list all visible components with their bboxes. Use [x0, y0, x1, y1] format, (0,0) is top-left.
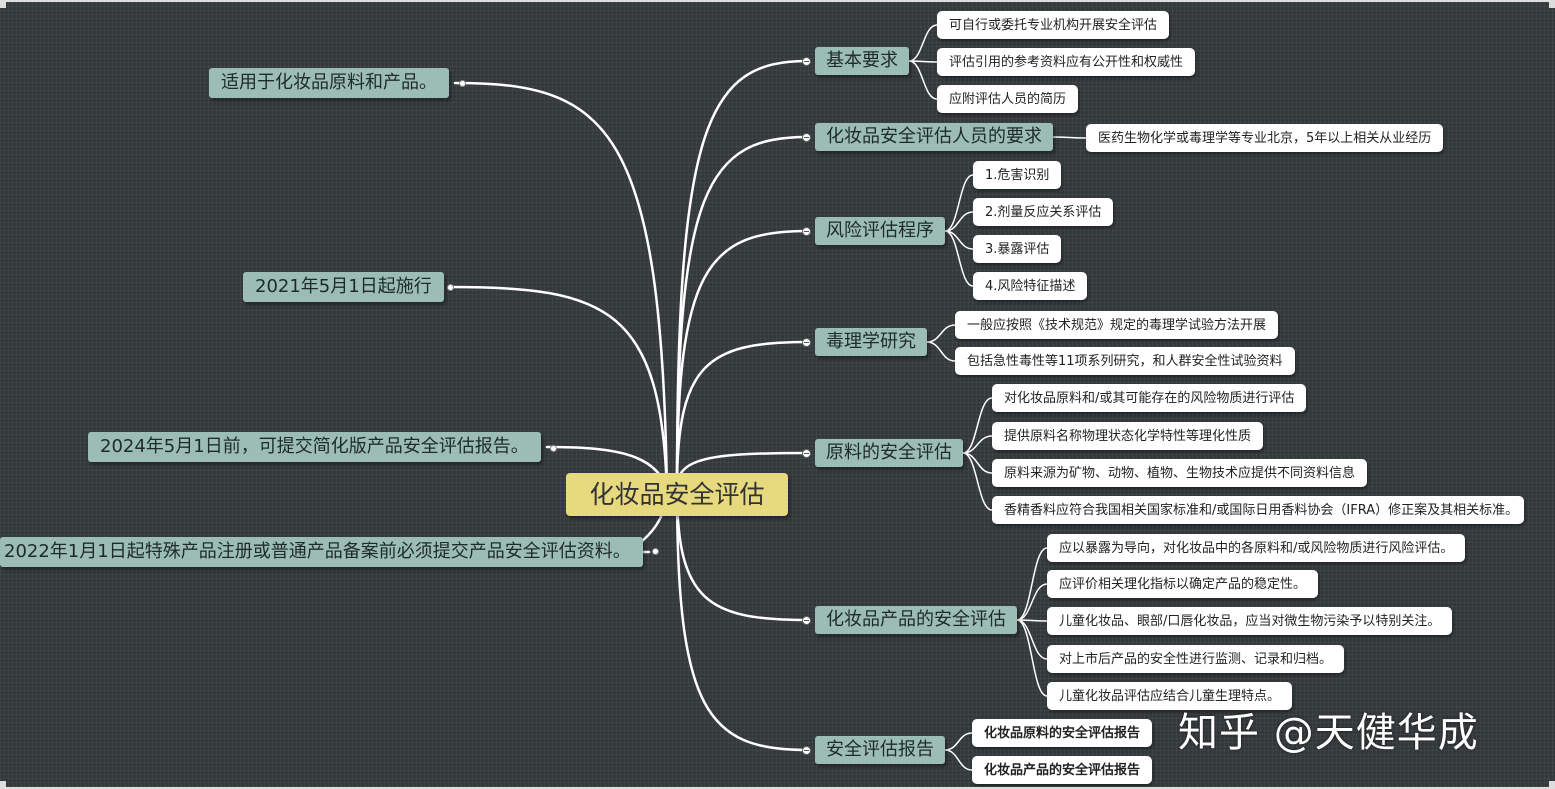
branch-basic-requirements[interactable]: 基本要求 [815, 47, 909, 75]
connector-curve [1016, 583, 1048, 621]
leaf-risk-1[interactable]: 1.危害识别 [973, 161, 1062, 189]
watermark: 知乎 @天健华成 [1178, 710, 1479, 756]
leaf-product-2[interactable]: 应评价相关理化指标以确定产品的稳定性。 [1047, 570, 1319, 598]
collapse-toggle-icon[interactable] [802, 338, 811, 347]
collapse-toggle-icon[interactable] [802, 746, 811, 755]
connector-curve [675, 229, 809, 490]
frame-corner [1549, 781, 1555, 787]
left-topic-simplified-report[interactable]: 2024年5月1日前，可提交简化版产品安全评估报告。 [88, 432, 541, 462]
connector-curve [675, 340, 809, 490]
branch-raw-material[interactable]: 原料的安全评估 [815, 439, 963, 467]
leaf-report-2[interactable]: 化妆品产品的安全评估报告 [972, 756, 1153, 784]
connector-curve [944, 174, 974, 232]
leaf-raw-4[interactable]: 香精香料应符合我国相关国家标准和/或国际日用香料协会（IFRA）修正案及其相关标… [992, 496, 1525, 524]
left-topic-effective-date[interactable]: 2021年5月1日起施行 [243, 272, 444, 302]
connector-curve [675, 487, 809, 752]
connector-curve [926, 324, 956, 343]
frame-corner [1549, 2, 1555, 8]
leaf-report-1[interactable]: 化妆品原料的安全评估报告 [972, 719, 1153, 747]
connector-curve [448, 285, 669, 496]
connector-curve [962, 435, 993, 454]
leaf-tox-1[interactable]: 一般应按照《技术规范》规定的毒理学试验方法开展 [955, 311, 1279, 339]
leaf-assessor-1[interactable]: 医药生物化学或毒理学等专业北京，5年以上相关从业经历 [1086, 124, 1444, 152]
connector-curve [926, 341, 956, 362]
leaf-product-4[interactable]: 对上市后产品的安全性进行监测、记录和归档。 [1047, 645, 1345, 673]
frame-corner [0, 2, 6, 8]
collapse-toggle-icon[interactable] [802, 57, 811, 66]
connector-curve [1016, 619, 1048, 660]
leaf-tox-2[interactable]: 包括急性毒性等11项系列研究，和人群安全性试验资料 [955, 347, 1295, 375]
connector-curve [944, 230, 974, 287]
leaf-raw-3[interactable]: 原料来源为矿物、动物、植物、生物技术应提供不同资料信息 [992, 459, 1368, 487]
leaf-product-5[interactable]: 儿童化妆品评估应结合儿童生理特点。 [1047, 682, 1293, 710]
connector-curve [1016, 619, 1048, 697]
branch-risk-procedure[interactable]: 风险评估程序 [815, 217, 945, 245]
leaf-basic-3[interactable]: 应附评估人员的简历 [937, 85, 1079, 113]
connector-curve [962, 397, 993, 454]
collapse-toggle-icon[interactable] [802, 449, 811, 458]
frame-corner [0, 781, 6, 787]
collapse-toggle-icon[interactable] [802, 227, 811, 236]
leaf-product-1[interactable]: 应以暴露为导向，对化妆品中的各原料和/或风险物质进行风险评估。 [1047, 534, 1466, 562]
branch-toxicology[interactable]: 毒理学研究 [815, 328, 927, 356]
connector-curve [944, 732, 973, 751]
connector-curve [1016, 547, 1048, 621]
leaf-risk-3[interactable]: 3.暴露评估 [973, 235, 1062, 263]
leaf-raw-2[interactable]: 提供原料名称物理状态化学特性等理化性质 [992, 422, 1264, 450]
branch-product[interactable]: 化妆品产品的安全评估 [815, 606, 1017, 634]
connector-dot-icon [459, 80, 466, 87]
connector-curve [908, 24, 938, 62]
branch-report[interactable]: 安全评估报告 [815, 736, 945, 764]
left-topic-registration[interactable]: 2022年1月1日起特殊产品注册或普通产品备案前必须提交产品安全评估资料。 [0, 537, 643, 567]
branch-assessor-requirements[interactable]: 化妆品安全评估人员的要求 [815, 123, 1053, 151]
connector-curve [1052, 136, 1087, 139]
leaf-risk-4[interactable]: 4.风险特征描述 [973, 272, 1088, 300]
leaf-raw-1[interactable]: 对化妆品原料和/或其可能存在的风险物质进行评估 [992, 384, 1307, 412]
connector-curve [962, 452, 993, 511]
connector-dot-icon [550, 445, 557, 452]
connector-curve [908, 60, 938, 100]
left-topic-scope[interactable]: 适用于化妆品原料和产品。 [209, 68, 449, 98]
leaf-basic-2[interactable]: 评估引用的参考资料应有公开性和权威性 [937, 48, 1196, 76]
leaf-basic-1[interactable]: 可自行或委托专业机构开展安全评估 [937, 11, 1170, 39]
connector-curve [944, 211, 974, 232]
connector-curve [944, 749, 973, 771]
center-topic[interactable]: 化妆品安全评估 [566, 473, 788, 516]
connector-curve [453, 81, 669, 496]
connector-curve [675, 59, 809, 490]
connector-curve [675, 135, 809, 490]
collapse-toggle-icon[interactable] [802, 133, 811, 142]
connector-dot-icon [652, 548, 659, 555]
leaf-risk-2[interactable]: 2.剂量反应关系评估 [973, 198, 1114, 226]
leaf-product-3[interactable]: 儿童化妆品、眼部/口唇化妆品，应当对微生物污染予以特别关注。 [1047, 607, 1453, 635]
connector-dot-icon [447, 284, 454, 291]
collapse-toggle-icon[interactable] [802, 616, 811, 625]
